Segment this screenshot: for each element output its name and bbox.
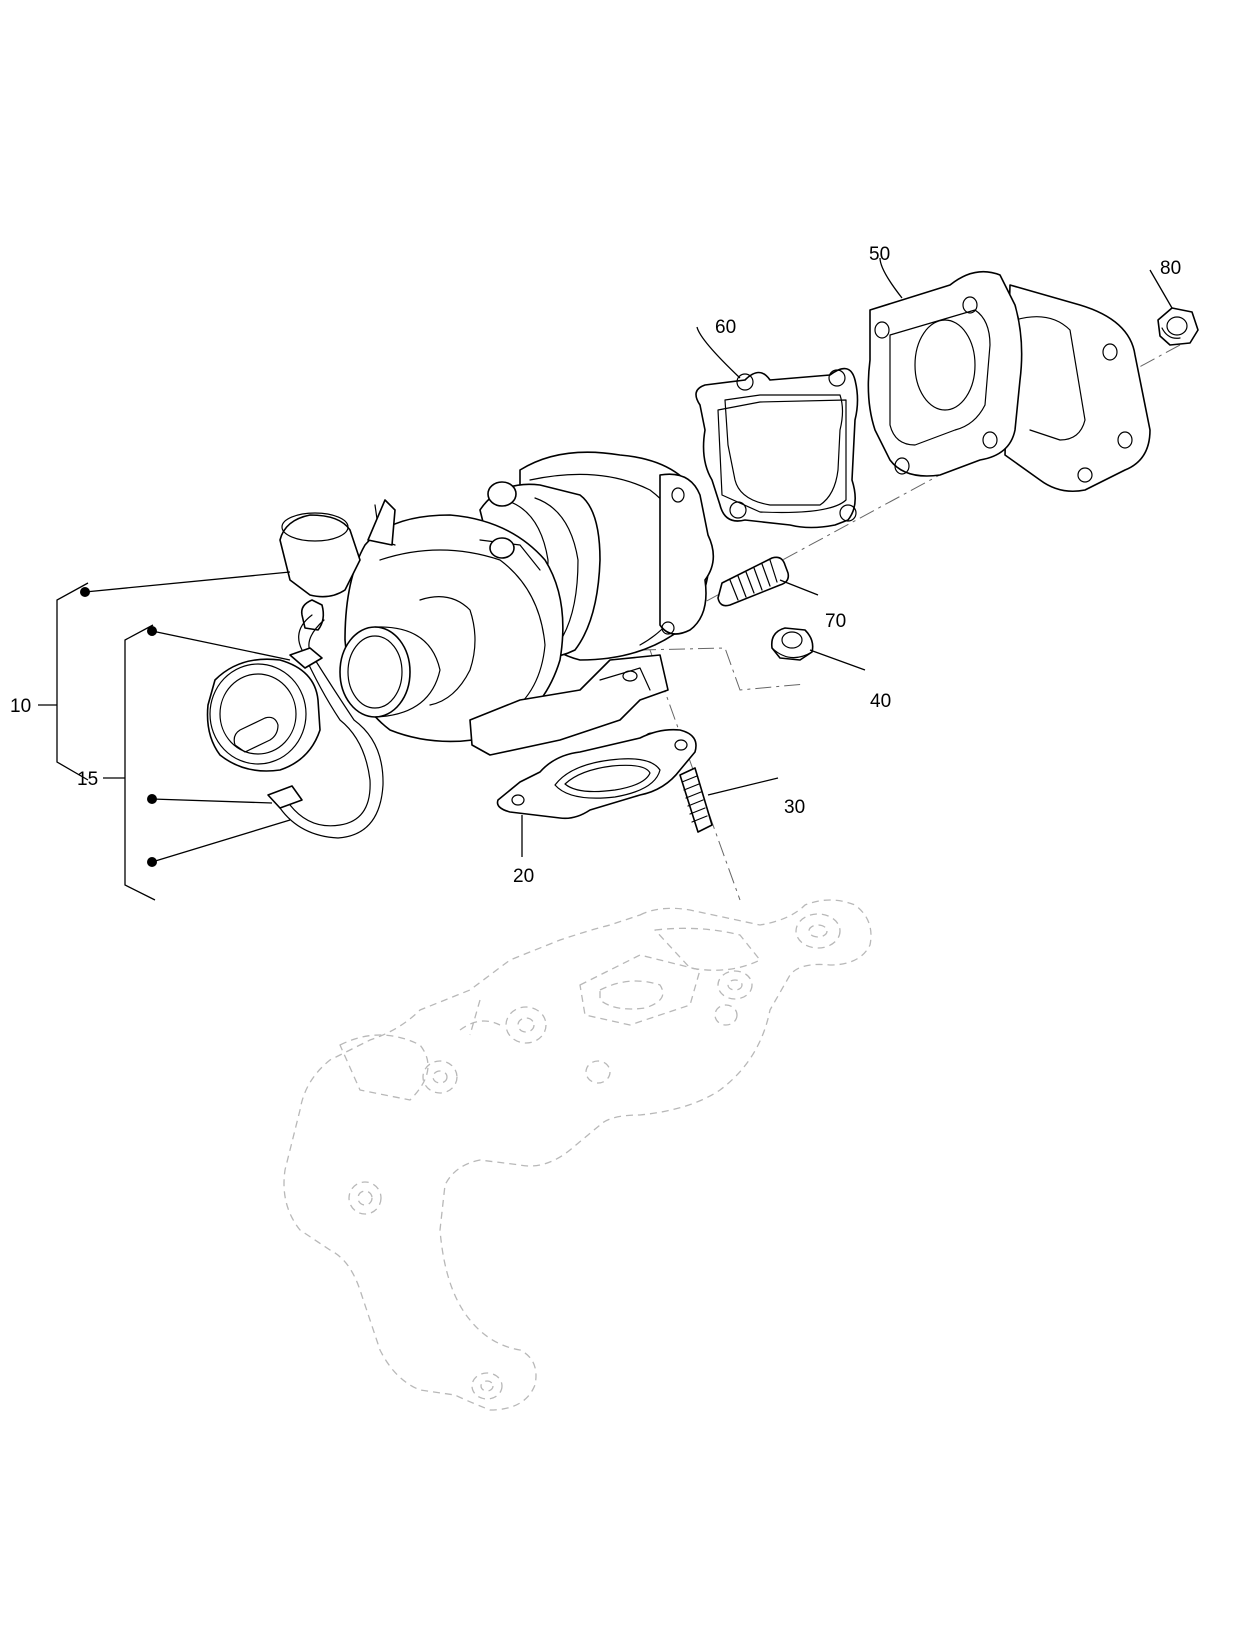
leader-dot-15-top [147,626,157,636]
callout-10: 10 [10,696,31,717]
callout-30: 30 [784,797,805,818]
callout-40: 40 [870,691,891,712]
flange-nut-top [1157,307,1199,346]
callout-15: 15 [77,769,98,790]
callout-labels: 10 15 20 30 40 50 60 70 80 [10,244,1181,887]
leader-lines [38,257,1173,901]
turbocharger-body [206,451,715,839]
turbine-outlet-gasket [695,367,859,529]
stud-lower [679,767,713,833]
turbine-inlet-gasket [496,728,697,820]
flange-nut-lower [770,627,814,661]
callout-50: 50 [869,244,890,265]
callout-60: 60 [715,317,736,338]
leader-dots [80,587,157,867]
leader-dot-15-bottom [147,857,157,867]
leader-dot-10 [80,587,90,597]
callout-70: 70 [825,611,846,632]
stud-upper [717,556,790,607]
exhaust-outlet-elbow [867,270,1151,493]
callout-80: 80 [1160,258,1181,279]
exhaust-manifold-ghost [283,899,872,1411]
leader-dot-15-mid [147,794,157,804]
callout-20: 20 [513,866,534,887]
